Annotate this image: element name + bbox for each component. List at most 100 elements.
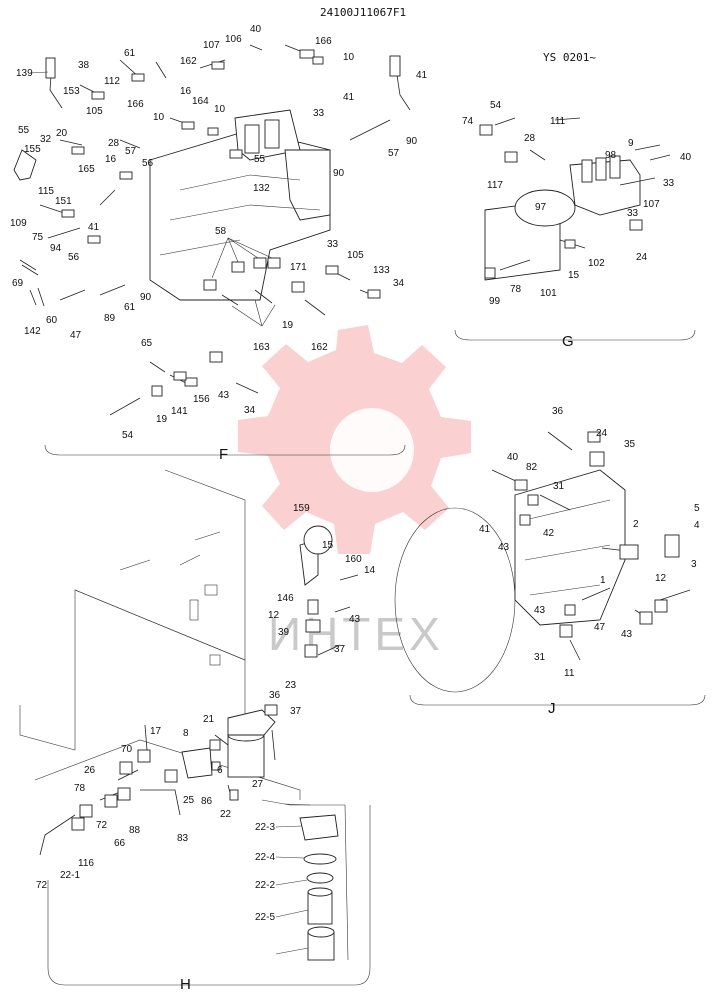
callout-label: 36 <box>269 690 281 701</box>
section-h-drawing <box>19 469 371 986</box>
callout-label: 72 <box>96 820 108 831</box>
callout-label: 160 <box>345 554 362 565</box>
callout-label: 27 <box>252 779 264 790</box>
callout-label: 16 <box>105 154 117 165</box>
callout-label: 42 <box>543 528 555 539</box>
callout-label: 55 <box>18 125 30 136</box>
callout-label: 58 <box>215 226 227 237</box>
callout-label: 28 <box>524 133 536 144</box>
callout-label: 40 <box>680 152 692 163</box>
callout-label: 41 <box>479 524 491 535</box>
callout-label: 90 <box>140 292 152 303</box>
callout-label: 107 <box>643 199 660 210</box>
callout-label: 37 <box>334 644 346 655</box>
callout-label: 33 <box>313 108 325 119</box>
section-g-drawing <box>454 117 696 341</box>
callout-label: 54 <box>122 430 134 441</box>
callout-label: 12 <box>655 573 667 584</box>
callout-label: 115 <box>38 186 54 197</box>
callout-label: 3 <box>691 559 697 570</box>
callout-label: 171 <box>290 262 307 273</box>
callout-label: 11 <box>564 668 575 679</box>
callout-label: 15 <box>568 270 580 281</box>
serial-note: YS 0201~ <box>543 51 596 64</box>
callout-label: 78 <box>74 783 86 794</box>
callout-label: 14 <box>364 565 376 576</box>
callout-label: 54 <box>490 100 502 111</box>
callout-label: 24 <box>636 252 648 263</box>
callout-label: 1 <box>600 575 606 586</box>
callout-label: 37 <box>290 706 302 717</box>
callout-label: 35 <box>624 439 636 450</box>
callout-label: 9 <box>628 138 634 149</box>
callout-label: 20 <box>56 128 68 139</box>
callout-label: 41 <box>343 92 355 103</box>
callout-label: 4 <box>694 520 700 531</box>
gear-watermark-icon <box>238 325 471 554</box>
callout-label: 8 <box>183 728 189 739</box>
callout-label: 55 <box>254 154 266 165</box>
callout-label: 69 <box>12 278 24 289</box>
callout-label: 22-2 <box>255 880 275 891</box>
callout-label: 15 <box>322 540 334 551</box>
callout-label: 133 <box>373 265 390 276</box>
callout-label: 43 <box>621 629 633 640</box>
callout-label: 155 <box>24 144 41 155</box>
callout-label: 164 <box>192 96 209 107</box>
callout-label: 24 <box>596 428 608 439</box>
callout-label: 139 <box>16 68 33 79</box>
callout-label: 99 <box>489 296 501 307</box>
callout-label: 151 <box>55 196 72 207</box>
callout-label: 22-4 <box>255 852 275 863</box>
callout-label: 65 <box>141 338 153 349</box>
callout-label: 25 <box>183 795 195 806</box>
callout-label: 90 <box>406 136 418 147</box>
drawing-number: 24100J11067F1 <box>320 6 406 19</box>
callout-label: 47 <box>594 622 606 633</box>
callout-label: 61 <box>124 48 136 59</box>
callout-label: 21 <box>203 714 215 725</box>
callout-label: 82 <box>526 462 538 473</box>
callout-label: 159 <box>293 503 310 514</box>
callout-label: 19 <box>282 320 294 331</box>
callout-label: 41 <box>88 222 100 233</box>
callout-label: 105 <box>86 106 103 117</box>
callout-label: 47 <box>70 330 82 341</box>
callout-label: 43 <box>534 605 546 616</box>
callout-label: 74 <box>462 116 474 127</box>
callout-label: 116 <box>78 858 94 869</box>
section-j-drawing <box>394 431 706 706</box>
callout-label: 102 <box>588 258 605 269</box>
callout-label: 33 <box>663 178 675 189</box>
callout-label: 43 <box>218 390 230 401</box>
callout-label: 90 <box>333 168 345 179</box>
callout-label: 162 <box>180 56 197 67</box>
callout-labels: 139 38 61 162 107 106 40 166 10 41 153 1… <box>10 24 700 923</box>
callout-label: 117 <box>487 180 503 191</box>
callout-label: 16 <box>180 86 192 97</box>
callout-label: 22-1 <box>60 870 80 881</box>
callout-label: 6 <box>217 765 223 776</box>
callout-label: 98 <box>605 150 617 161</box>
callout-label: 165 <box>78 164 95 175</box>
callout-label: 22-5 <box>255 912 275 923</box>
callout-label: 31 <box>553 481 565 492</box>
callout-label: 56 <box>68 252 80 263</box>
callout-label: 66 <box>114 838 126 849</box>
callout-label: 10 <box>153 112 165 123</box>
callout-label: 89 <box>104 313 116 324</box>
callout-label: 43 <box>349 614 361 625</box>
callout-label: 22-3 <box>255 822 275 833</box>
callout-label: 78 <box>510 284 522 295</box>
callout-label: 28 <box>108 138 120 149</box>
callout-label: 23 <box>285 680 297 691</box>
callout-label: 22 <box>220 809 232 820</box>
callout-label: 72 <box>36 880 48 891</box>
callout-label: 105 <box>347 250 364 261</box>
callout-label: 107 <box>203 40 220 51</box>
callout-label: 141 <box>171 406 188 417</box>
callout-label: 10 <box>343 52 355 63</box>
callout-label: 34 <box>244 405 256 416</box>
callout-label: 19 <box>156 414 168 425</box>
